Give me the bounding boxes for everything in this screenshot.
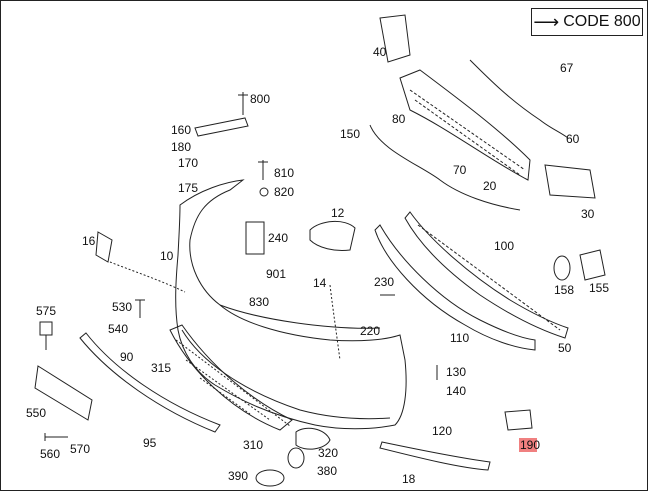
module-240 — [245, 221, 265, 255]
callout-60: 60 — [566, 132, 580, 146]
callout-120: 120 — [432, 424, 453, 438]
callout-130: 130 — [446, 365, 467, 379]
callout-40: 40 — [373, 45, 387, 59]
callout-100: 100 — [494, 239, 515, 253]
strip-160 — [194, 117, 249, 137]
strip-16 — [95, 231, 113, 263]
callout-530: 530 — [112, 300, 133, 314]
strip-550 — [34, 365, 93, 421]
callout-390: 390 — [228, 469, 249, 483]
code-legend-box: ⟶ CODE 800 — [531, 8, 643, 36]
trim-strip-18 — [379, 441, 491, 471]
callout-540: 540 — [108, 322, 129, 336]
washer-820 — [259, 187, 269, 197]
bumper-strip — [374, 224, 536, 351]
bolt-800 — [238, 92, 248, 115]
bumper-lower-edge — [181, 329, 391, 420]
callout-820: 820 — [274, 185, 295, 199]
callout-67: 67 — [560, 61, 574, 75]
callout-90: 90 — [120, 350, 134, 364]
highlight-190 — [519, 438, 537, 452]
callout-800: 800 — [250, 92, 271, 106]
callout-18: 18 — [402, 472, 416, 486]
strip-90 — [79, 332, 221, 433]
callout-175: 175 — [178, 181, 199, 195]
callout-70: 70 — [453, 163, 467, 177]
callout-315: 315 — [151, 361, 172, 375]
callout-50: 50 — [558, 341, 572, 355]
callout-140: 140 — [446, 384, 467, 398]
callout-901: 901 — [266, 267, 287, 281]
callout-16: 16 — [82, 234, 96, 248]
bolt-810 — [258, 160, 268, 180]
sensor-wiring — [369, 124, 521, 211]
callout-20: 20 — [483, 179, 497, 193]
callout-180: 180 — [171, 140, 192, 154]
bumper-top-edge — [219, 304, 381, 329]
callout-380: 380 — [317, 464, 338, 478]
callout-95: 95 — [143, 436, 157, 450]
fog-lamp-frame — [295, 427, 331, 450]
callout-160: 160 — [171, 123, 192, 137]
callout-110: 110 — [450, 331, 470, 345]
crash-box-left — [379, 14, 411, 63]
leader-14 — [329, 284, 341, 361]
callout-220: 220 — [360, 324, 381, 338]
callout-10: 10 — [160, 249, 174, 263]
crash-box-right — [544, 164, 596, 199]
callout-550: 550 — [26, 406, 47, 420]
code-label: CODE 800 — [563, 13, 641, 30]
callout-80: 80 — [392, 112, 406, 126]
callout-240: 240 — [268, 231, 289, 245]
callout-12: 12 — [331, 206, 345, 220]
ring-390 — [255, 469, 285, 487]
callout-30: 30 — [581, 207, 595, 221]
tow-cover-12 — [309, 221, 356, 251]
part-190 — [504, 409, 533, 431]
callout-310: 310 — [243, 438, 264, 452]
callout-190: 190 — [520, 438, 541, 452]
callout-170: 170 — [178, 156, 199, 170]
callout-150: 150 — [340, 127, 361, 141]
callout-560: 560 — [40, 447, 61, 461]
lower-grille — [169, 324, 293, 431]
clip-575 — [39, 321, 53, 350]
bumper-reinforcement — [399, 69, 531, 181]
grille-frame — [404, 211, 569, 339]
callout-320: 320 — [318, 446, 339, 460]
callout-155: 155 — [589, 281, 610, 295]
callout-570: 570 — [70, 442, 91, 456]
sensor-155 — [579, 249, 606, 281]
callout-575: 575 — [36, 304, 57, 318]
sensor-158 — [553, 255, 571, 281]
callout-158: 158 — [554, 283, 575, 297]
arrow-right-icon: ⟶ — [533, 12, 560, 32]
callout-810: 810 — [274, 166, 295, 180]
bolt-560 — [44, 433, 68, 441]
bumper-cover — [175, 179, 407, 430]
callout-230: 230 — [374, 275, 395, 289]
callout-830: 830 — [249, 295, 270, 309]
callout-14: 14 — [313, 276, 327, 290]
bolt-530 — [135, 299, 145, 318]
wiring-harness — [469, 59, 569, 139]
